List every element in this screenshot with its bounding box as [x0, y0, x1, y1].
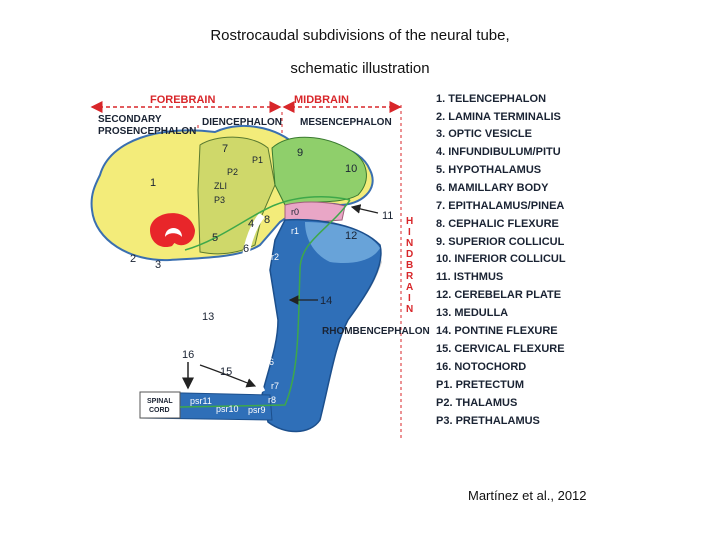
region-code: P2 — [227, 167, 238, 177]
hindbrain-letter: R — [406, 271, 414, 282]
region-number: 10 — [345, 163, 357, 175]
legend-item: 4. INFUNDIBULUM/PITU — [436, 146, 561, 158]
neural-lumen-curve — [240, 212, 266, 394]
region-number: 1 — [150, 177, 156, 189]
prosencephalon-label: PROSENCEPHALON — [98, 126, 196, 137]
legend-item: 10. INFERIOR COLLICUL — [436, 253, 566, 265]
legend-item: P2. THALAMUS — [436, 397, 517, 409]
hindbrain-letter: N — [406, 304, 413, 315]
legend-item: 16. NOTOCHORD — [436, 361, 526, 373]
region-number-labels: 1 2 3 4 5 6 7 8 9 10 11 12 13 14 15 16 — [130, 143, 393, 378]
region-code: psr11 — [190, 396, 212, 406]
region-code: P1 — [252, 155, 263, 165]
region-number: 13 — [202, 311, 214, 323]
mesencephalon-label: MESENCEPHALON — [300, 117, 392, 128]
spinal-cord-label-box — [139, 391, 181, 419]
region-code: r0 — [291, 207, 299, 217]
region-number: 3 — [155, 259, 161, 271]
hindbrain-letter: A — [406, 282, 413, 293]
region-code: psr10 — [216, 404, 239, 414]
region-code: psr9 — [248, 405, 266, 415]
hindbrain-vertical-label: H I N D B R A I N — [406, 216, 414, 315]
region-number: 6 — [243, 243, 249, 255]
region-code: ZLI — [214, 181, 227, 191]
legend-item: 2. LAMINA TERMINALIS — [436, 111, 561, 123]
optic-lumen-shape — [165, 228, 182, 237]
citation-credit: Martínez et al., 2012 — [468, 488, 587, 503]
hindbrain-letter: N — [406, 238, 413, 249]
cord-label: CORD — [149, 407, 170, 414]
figure-title-line-1: Rostrocaudal subdivisions of the neural … — [210, 27, 510, 44]
cervical-flexure-arrow — [199, 364, 257, 388]
region-code-labels: P1 P2 P3 ZLI r0 r1 r2 r3 r4 r5 r6 r7 r8 … — [190, 155, 299, 415]
region-number: 11 — [382, 210, 393, 222]
region-code: P3 — [214, 195, 225, 205]
region-code: r7 — [271, 381, 279, 391]
legend-item: 3. OPTIC VESICLE — [436, 128, 532, 140]
isthmus-arrow — [350, 204, 379, 214]
region-code: r8 — [268, 395, 276, 405]
legend-item: 6. MAMILLARY BODY — [436, 182, 549, 194]
region-code: r4 — [250, 299, 258, 309]
legend-item: 7. EPITHALAMUS/PINEA — [436, 200, 564, 212]
region-code: r3 — [255, 277, 263, 287]
alar-basal-line-forebrain — [184, 195, 351, 251]
cerebellar-plate-shape — [305, 222, 380, 264]
hindbrain-letter: B — [406, 260, 413, 271]
region-number: 8 — [264, 214, 270, 226]
region-number: 5 — [212, 232, 218, 244]
region-number: 4 — [248, 218, 254, 230]
legend-item: 9. SUPERIOR COLLICUL — [436, 236, 565, 248]
figure-title-line-2: schematic illustration — [290, 60, 430, 77]
legend-item: 8. CEPHALIC FLEXURE — [436, 218, 559, 230]
alar-basal-line-hindbrain — [179, 199, 351, 408]
region-code: r2 — [271, 252, 279, 262]
region-number: 7 — [222, 143, 228, 155]
legend-item: 14. PONTINE FLEXURE — [436, 325, 558, 337]
secondary-label: SECONDARY — [98, 114, 162, 125]
region-number: 2 — [130, 253, 136, 265]
forebrain-label: FOREBRAIN — [150, 94, 215, 106]
legend: 1. TELENCEPHALON 2. LAMINA TERMINALIS 3.… — [436, 93, 566, 427]
region-number: 12 — [345, 230, 357, 242]
region-code: r5 — [257, 329, 265, 339]
region-number: 16 — [182, 349, 194, 361]
region-code: r1 — [291, 226, 299, 236]
diencephalon-label: DIENCEPHALON — [202, 117, 282, 128]
region-number: 9 — [297, 147, 303, 159]
legend-item: 15. CERVICAL FLEXURE — [436, 343, 565, 355]
hindbrain-letter: I — [408, 293, 411, 304]
legend-item: P1. PRETECTUM — [436, 379, 524, 391]
spinal-label: SPINAL — [147, 398, 173, 405]
rhombencephalon-label: RHOMBENCEPHALON — [322, 326, 430, 337]
region-number: 15 — [220, 366, 232, 378]
hindbrain-letter: H — [406, 216, 413, 227]
legend-item: 1. TELENCEPHALON — [436, 93, 546, 105]
legend-item: 5. HYPOTHALAMUS — [436, 164, 541, 176]
region-number: 14 — [320, 295, 332, 307]
legend-item: 11. ISTHMUS — [436, 271, 503, 283]
hindbrain-letter: I — [408, 227, 411, 238]
region-code: r6 — [266, 357, 274, 367]
legend-item: 12. CEREBELAR PLATE — [436, 289, 561, 301]
hindbrain-letter: D — [406, 249, 413, 260]
midbrain-label: MIDBRAIN — [294, 94, 349, 106]
legend-item: 13. MEDULLA — [436, 307, 508, 319]
legend-item: P3. PRETHALAMUS — [436, 415, 540, 427]
hindbrain-shape — [261, 218, 382, 433]
